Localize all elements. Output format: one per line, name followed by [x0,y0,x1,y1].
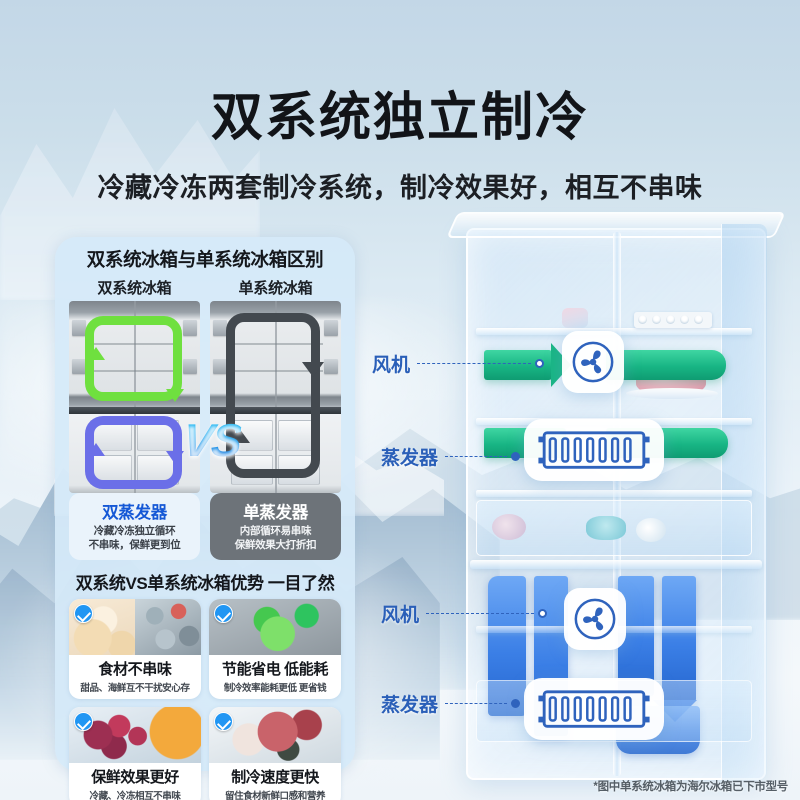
advantage-card[interactable]: 食材不串味 甜品、海鲜互不干扰安心存 [69,598,201,699]
card-title: 保鲜效果更好 [91,768,179,786]
leader-line [417,363,532,364]
chip-title: 单蒸发器 [243,504,308,522]
comparison-headers: 双系统冰箱 单系统冰箱 [65,277,345,298]
chip-line-2: 不串味，保鲜更到位 [88,538,181,551]
food-item-fridge-3 [586,516,626,540]
food-item-fridge-1 [562,308,588,328]
fridge-shelf-3 [476,490,752,497]
check-badge-icon [214,711,233,731]
callout-label: 风机 [381,605,420,626]
leader-endpoint-dot [511,452,521,461]
leader-line [426,613,535,614]
advantage-card[interactable]: 保鲜效果更好 冷藏、冷冻相互不串味 [69,706,201,800]
compartment-divider [470,560,762,569]
hero-block: 双系统独立制冷 冷藏冷冻两套制冷系统，制冷效果好，相互不串味 [0,0,800,205]
chip-subtitle: 冷藏冷冻独立循环 不串味，保鲜更到位 [73,525,196,553]
fridge-illustration [446,212,786,780]
page-subtitle: 冷藏冷冻两套制冷系统，制冷效果好，相互不串味 [97,173,703,203]
callout-freezer-evaporator: 蒸发器 [381,690,521,717]
vs-badge: VS [180,414,244,466]
check-badge-icon [74,603,93,623]
advantages-title: 双系统VS单系统冰箱优势 一目了然 [75,573,335,593]
card-image [69,706,201,763]
airflow-band-blue-left [488,576,526,716]
check-badge-icon [74,711,93,731]
page-title: 双系统独立制冷 [210,89,589,147]
chip-title: 双蒸发器 [102,504,167,522]
card-subtitle: 制冷效率能耗更低 更省钱 [223,682,327,694]
fan-icon [574,598,616,640]
leader-line [445,703,508,704]
airflow-arrow-blue-up [87,443,106,457]
fan-icon [572,341,614,383]
card-title: 节能省电 低能耗 [222,660,328,678]
callout-freezer-fan: 风机 [381,600,548,627]
advantage-cards: 食材不串味 甜品、海鲜互不干扰安心存 节能省电 低能耗 制冷效率能耗更低 更省钱… [65,598,345,800]
comparison-label-single: 单系统冰箱 [238,280,313,297]
card-subtitle: 留住食材新鲜口感和营养 [224,790,326,800]
footnote: *图中单系统冰箱为海尔冰箱已下市型号 [593,781,788,793]
card-title: 制冷速度更快 [231,768,319,786]
chip-line-1: 内部循环易串味 [239,525,312,537]
card-subtitle: 甜品、海鲜互不干扰安心存 [80,682,190,694]
evaporator-icon-badge-freezer [524,678,664,740]
airflow-arrow-gray-down [301,362,324,378]
evaporator-icon-badge-fridge [524,419,664,481]
comparison-panel: 双系统冰箱与单系统冰箱区别 双系统冰箱 单系统冰箱 [55,237,355,800]
callout-label: 蒸发器 [381,448,439,469]
callout-fridge-evaporator: 蒸发器 [381,443,521,470]
plate [626,388,718,399]
card-body: 制冷速度更快 留住食材新鲜口感和营养 [209,763,341,800]
evaporator-icon [538,690,650,728]
callout-label: 风机 [372,355,411,376]
fridge-interior [69,301,200,493]
food-item-fridge-2 [492,514,526,540]
card-body: 节能省电 低能耗 制冷效率能耗更低 更省钱 [209,655,341,699]
card-image [69,598,201,655]
check-badge-icon [214,603,233,623]
airflow-band-green-right [606,350,726,380]
seafood-photo [135,598,201,655]
dual-system-column: 双蒸发器 冷藏冷冻独立循环 不串味，保鲜更到位 [69,301,200,560]
dual-system-photo [69,301,200,493]
chip-line-2: 保鲜效果大打折扣 [234,538,317,551]
single-system-photo [210,301,341,493]
callout-fridge-fan: 风机 [372,350,545,377]
single-evaporator-chip: 单蒸发器 内部循环易串味 保鲜效果大打折扣 [210,493,341,560]
fan-icon-badge-freezer [564,588,626,650]
leader-endpoint-dot [538,609,548,618]
single-system-column: 单蒸发器 内部循环易串味 保鲜效果大打折扣 [210,301,341,560]
center-post [274,301,277,493]
airflow-arrow-blue-down [165,450,184,464]
airflow-arrow-green-down [165,389,184,403]
airflow-arrow-green-up [87,347,106,361]
food-item-fridge-4 [636,518,666,542]
fridge-interior [210,301,341,493]
advantage-card[interactable]: 制冷速度更快 留住食材新鲜口感和营养 [209,706,341,800]
leader-endpoint-dot [535,359,545,368]
card-image [209,598,341,655]
advantage-card[interactable]: 节能省电 低能耗 制冷效率能耗更低 更省钱 [209,598,341,699]
compartment-divider [69,406,200,414]
callout-label: 蒸发器 [381,695,439,716]
card-title: 食材不串味 [98,660,172,678]
fan-icon-badge-fridge [562,331,624,393]
comparison-images: 双蒸发器 冷藏冷冻独立循环 不串味，保鲜更到位 [65,301,345,560]
airflow-arrow-gray-up [228,427,251,443]
card-image [209,706,341,763]
airflow-loop-gray [225,312,321,478]
evaporator-icon [538,431,650,469]
leader-endpoint-dot [511,699,521,708]
chip-line-1: 冷藏冷冻独立循环 [93,525,176,537]
leader-line [445,456,508,457]
card-subtitle: 冷藏、冷冻相互不串味 [89,790,181,800]
compartment-divider [210,406,341,414]
comparison-label-dual: 双系统冰箱 [97,280,172,297]
card-body: 食材不串味 甜品、海鲜互不干扰安心存 [69,655,201,699]
egg-tray [634,312,712,328]
card-body: 保鲜效果更好 冷藏、冷冻相互不串味 [69,763,201,800]
panel-title: 双系统冰箱与单系统冰箱区别 [86,249,324,270]
chip-subtitle: 内部循环易串味 保鲜效果大打折扣 [214,525,337,553]
dual-evaporator-chip: 双蒸发器 冷藏冷冻独立循环 不串味，保鲜更到位 [69,493,200,560]
